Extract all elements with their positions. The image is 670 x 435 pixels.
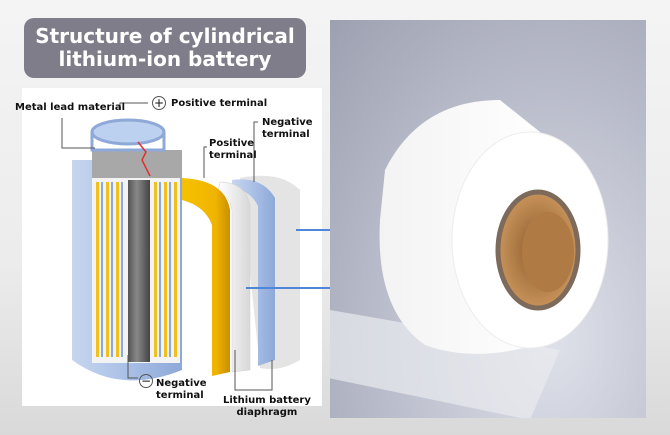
title-line-2: lithium-ion battery [58, 47, 272, 71]
separator-roll-photo [330, 20, 646, 418]
diagram-title: Structure of cylindrical lithium-ion bat… [24, 18, 306, 78]
central-core [128, 180, 150, 362]
label-negative-terminal-top: Negative terminal [262, 117, 313, 140]
label-negative-terminal-bottom: Negative terminal [156, 378, 207, 401]
separator-roll [330, 100, 609, 418]
battery-cap [92, 150, 182, 178]
positive-cap-top [90, 118, 166, 146]
negative-casing-sheet [232, 179, 275, 366]
minus-icon: − [139, 374, 153, 388]
electrode-stripes [96, 182, 177, 357]
label-metal-lead-material: Metal lead material [15, 102, 126, 113]
leader-lines [61, 102, 273, 391]
lead-wire [137, 141, 151, 177]
label-positive-terminal-inner: Positive terminal [209, 138, 257, 161]
cathode-layer [182, 178, 230, 376]
title-line-1: Structure of cylindrical [35, 24, 295, 48]
plus-icon: + [152, 96, 166, 110]
label-lithium-battery-diaphragm: Lithium battery diaphragm [223, 395, 311, 418]
label-positive-terminal-top: Positive terminal [171, 98, 268, 109]
